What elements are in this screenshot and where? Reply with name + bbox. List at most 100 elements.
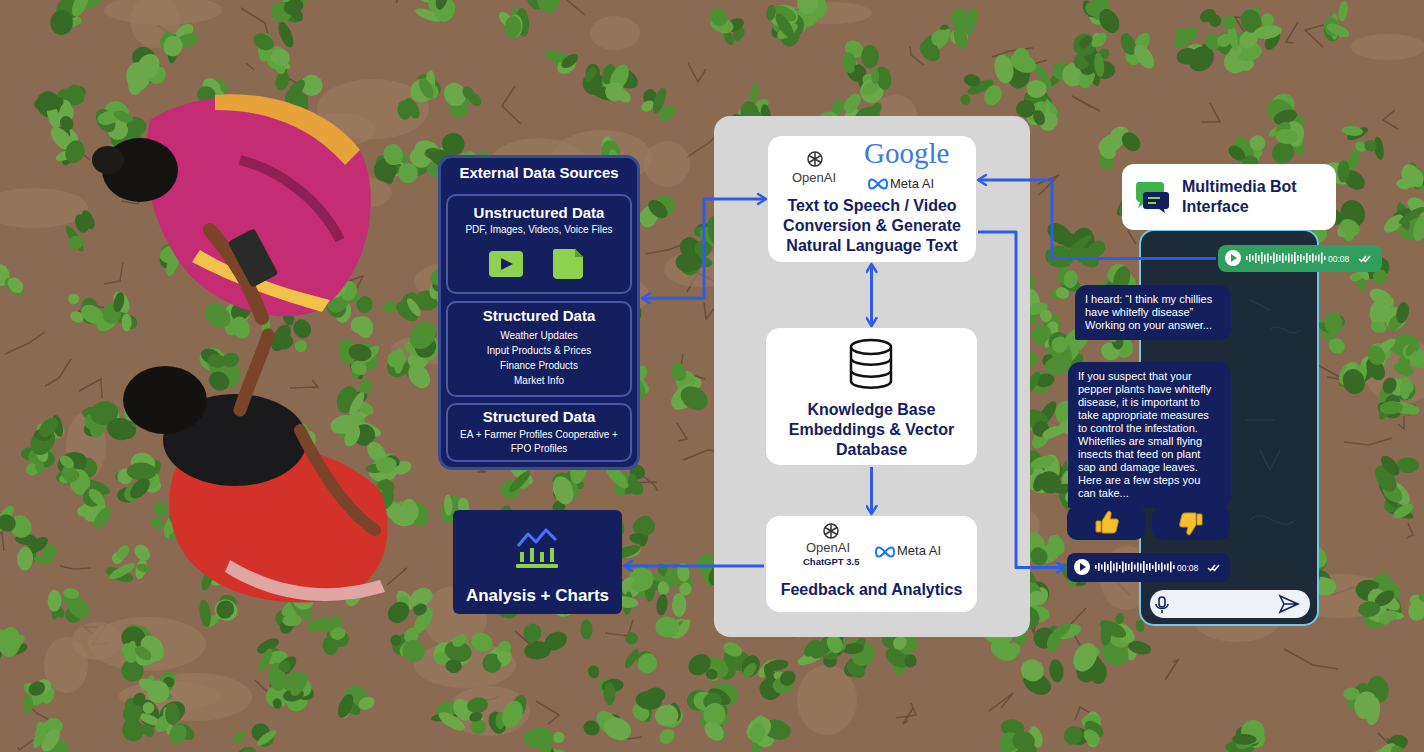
plant [1343,674,1391,726]
leaf [132,643,154,663]
leaf [26,679,47,698]
plant [440,79,484,121]
crack [79,379,102,398]
crack [1038,175,1059,195]
leaf [383,301,398,312]
leaf [655,593,669,616]
plant [1381,194,1424,243]
leaf [92,105,120,136]
crack [104,262,123,284]
leaf [2,275,27,299]
leaf [535,0,561,15]
leaf [1170,22,1201,51]
leaf [78,301,107,328]
leaf [33,94,64,112]
leaf [1010,729,1037,752]
leaf [347,390,368,417]
leaf [121,314,131,332]
plant [383,289,424,325]
plant [742,712,793,752]
leaf [126,475,153,503]
leaf [1417,591,1424,605]
leaf [1253,24,1283,41]
leaf [1080,726,1103,748]
leaf [1176,47,1199,66]
leaf [580,619,593,639]
leaf [1396,457,1419,473]
leaf [1009,746,1036,752]
plant [67,293,106,328]
plant [251,20,297,67]
plant [1357,587,1404,624]
plant [1371,452,1419,495]
plant [232,719,279,752]
leaf [207,353,227,370]
plant [622,631,661,677]
leaf [341,422,363,449]
crack [1165,660,1178,680]
leaf [801,636,823,659]
leaf [1352,689,1380,721]
leaf [270,48,291,67]
leaf [1394,301,1410,325]
leaf [132,50,165,84]
leaf [655,616,680,638]
plant [1225,718,1269,752]
leaf [541,628,570,654]
leaf [740,661,759,681]
crack [1344,438,1392,445]
leaf [549,473,577,507]
plant [1367,297,1411,335]
leaf [404,296,423,318]
plant [684,649,732,682]
leaf [404,316,441,354]
leaf [707,5,731,30]
leaf [35,414,61,441]
leaf [251,30,277,54]
leaf [1047,619,1074,644]
plant [496,7,530,40]
leaf [350,316,367,333]
plant [522,622,570,661]
leaf [469,630,495,654]
leaf [1379,400,1403,415]
leaf [143,677,173,707]
crack [396,0,418,3]
leaf [1249,135,1265,151]
leaf [1115,613,1125,625]
crack [18,740,33,750]
leaf [1048,658,1065,683]
leaf [1339,366,1368,397]
plant [33,88,76,133]
leaf [1325,21,1351,40]
plant [707,5,747,47]
leaf [1063,269,1079,289]
leaf [445,659,462,674]
leaf [777,667,799,689]
leaf [1220,13,1238,31]
plant [92,96,135,141]
leaf [348,358,369,378]
crack [1284,649,1338,669]
plant [49,0,103,36]
plant [118,639,164,685]
leaf [600,713,635,745]
leaf [274,333,295,351]
crack [1286,22,1298,43]
leaf [705,668,719,681]
plant [1315,311,1347,356]
leaf [764,658,789,672]
leaf [1403,339,1420,358]
leaf [450,632,469,650]
plant [0,260,27,298]
plant [114,462,156,505]
leaf [738,652,764,680]
leaf [645,196,671,222]
leaf [583,65,599,84]
leaf [293,338,309,354]
plant [21,676,57,714]
crack [536,701,559,724]
plant [1097,613,1138,647]
plant [1060,710,1107,749]
